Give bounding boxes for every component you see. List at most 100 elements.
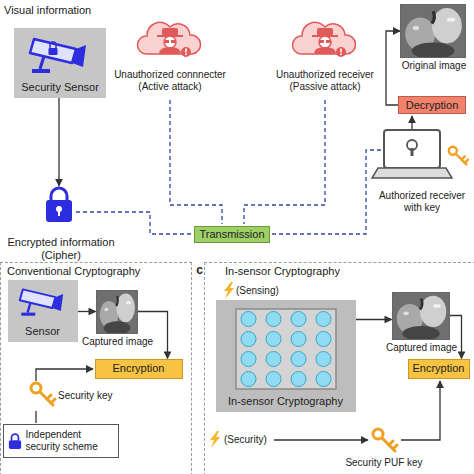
chip-box	[266, 331, 281, 346]
scheme-box: Independent security scheme	[3, 424, 119, 458]
image-frame: Captured image	[392, 292, 450, 340]
annotation-label: (Sensing)	[236, 285, 296, 297]
sensor-box	[49, 48, 58, 55]
decryption-box: Decryption	[398, 96, 466, 114]
chip-box	[316, 331, 331, 346]
sensor-box	[12, 283, 74, 319]
box-label: Independent security scheme	[26, 429, 114, 453]
lightning-icon	[210, 431, 220, 448]
image-frame	[103, 321, 130, 333]
chip-box	[241, 351, 256, 366]
chip-box	[216, 303, 356, 393]
chip-box	[316, 371, 331, 386]
image-caption: Captured image	[372, 342, 472, 354]
lock-icon	[46, 200, 72, 222]
arrow-line	[274, 439, 368, 440]
arrow-line	[401, 381, 440, 440]
chip-box	[316, 311, 331, 326]
image-frame	[125, 301, 130, 304]
flow-arrow	[386, 31, 400, 105]
sensor-box	[27, 302, 30, 312]
key-icon	[373, 429, 397, 451]
dashed-link	[170, 100, 222, 224]
chip-box	[241, 371, 256, 386]
panel-title: In-sensor Cryptography	[225, 265, 340, 278]
annotation-label: Unauthorized connnecter	[105, 69, 235, 81]
annotation-label: with key	[372, 202, 472, 214]
image-frame: Captured image	[96, 290, 138, 334]
image-frame	[116, 296, 118, 306]
image-frame	[97, 291, 137, 333]
flow-arrow	[78, 311, 96, 312]
chip-box	[266, 351, 281, 366]
chip-box	[316, 351, 331, 366]
sensor-box: Security Sensor	[14, 28, 106, 98]
annotation-label: (Security)	[224, 434, 284, 446]
image-caption: Original image	[384, 60, 474, 72]
arrow-line	[36, 369, 93, 381]
image-frame	[432, 8, 462, 43]
box-label: Encryption	[413, 362, 465, 375]
image-frame	[412, 42, 455, 57]
encryption-box: Encryption	[95, 359, 183, 379]
image-frame	[401, 5, 465, 57]
chip-box	[291, 331, 306, 346]
scheme-box	[8, 440, 20, 449]
lock-icon	[58, 210, 60, 216]
sensor-box	[72, 45, 86, 67]
sensor-box	[32, 69, 50, 73]
arrow-line	[411, 116, 412, 129]
sensor-box	[21, 312, 35, 315]
image-frame	[433, 304, 440, 308]
image-caption: Captured image	[68, 336, 168, 348]
chip-box	[236, 309, 336, 389]
image-frame: Original image	[400, 4, 466, 58]
laptop-icon	[384, 130, 440, 168]
annotation-label: Visual information	[4, 4, 134, 17]
hacker-icon	[137, 22, 200, 57]
chip-box	[266, 371, 281, 386]
dashed-link	[244, 100, 325, 224]
image-frame	[393, 293, 449, 339]
sensor-box	[50, 42, 56, 48]
sensor-box	[52, 294, 63, 311]
chip-box	[241, 331, 256, 346]
chip-box	[291, 351, 306, 366]
image-frame	[432, 11, 434, 23]
panel-region: Conventional CryptographySensorCaptured …	[0, 262, 192, 474]
chip-box	[291, 311, 306, 326]
sensor-box	[40, 56, 44, 69]
scheme-box	[8, 432, 22, 450]
image-frame	[420, 295, 446, 326]
image-frame	[413, 26, 419, 30]
hacker-icon	[292, 22, 355, 57]
sensor-box	[20, 31, 100, 77]
box-label: Security Sensor	[21, 81, 99, 94]
dashed-link	[76, 212, 192, 234]
key-icon	[449, 147, 468, 165]
image-frame	[403, 311, 409, 315]
lightning-icon	[224, 282, 234, 299]
image-frame	[447, 17, 456, 21]
transmission-box: Transmission	[194, 226, 270, 243]
lock-icon	[46, 188, 72, 222]
annotation-label: Authorized receiver	[372, 190, 472, 202]
box-label: Decryption	[406, 99, 459, 112]
laptop-icon	[411, 148, 414, 156]
image-frame	[116, 293, 135, 322]
connector-line	[35, 411, 36, 423]
box-label: Encryption	[113, 362, 165, 375]
laptop-icon	[372, 168, 452, 178]
annotation-label: (Passive attack)	[260, 81, 390, 93]
box-label: In-sensor Cryptography	[228, 395, 343, 408]
chip-box	[266, 311, 281, 326]
annotation-label: c	[195, 263, 204, 277]
lock-icon	[51, 188, 67, 200]
annotation-label: Unauthorized receiver	[260, 69, 390, 81]
annotation-label: (Active attack)	[105, 81, 235, 93]
chip-box	[241, 311, 256, 326]
annotation-label: Encrypted information (Cipher)	[2, 236, 120, 262]
annotation-label: Security PUF key	[339, 457, 429, 469]
box-label: Sensor	[25, 325, 60, 338]
